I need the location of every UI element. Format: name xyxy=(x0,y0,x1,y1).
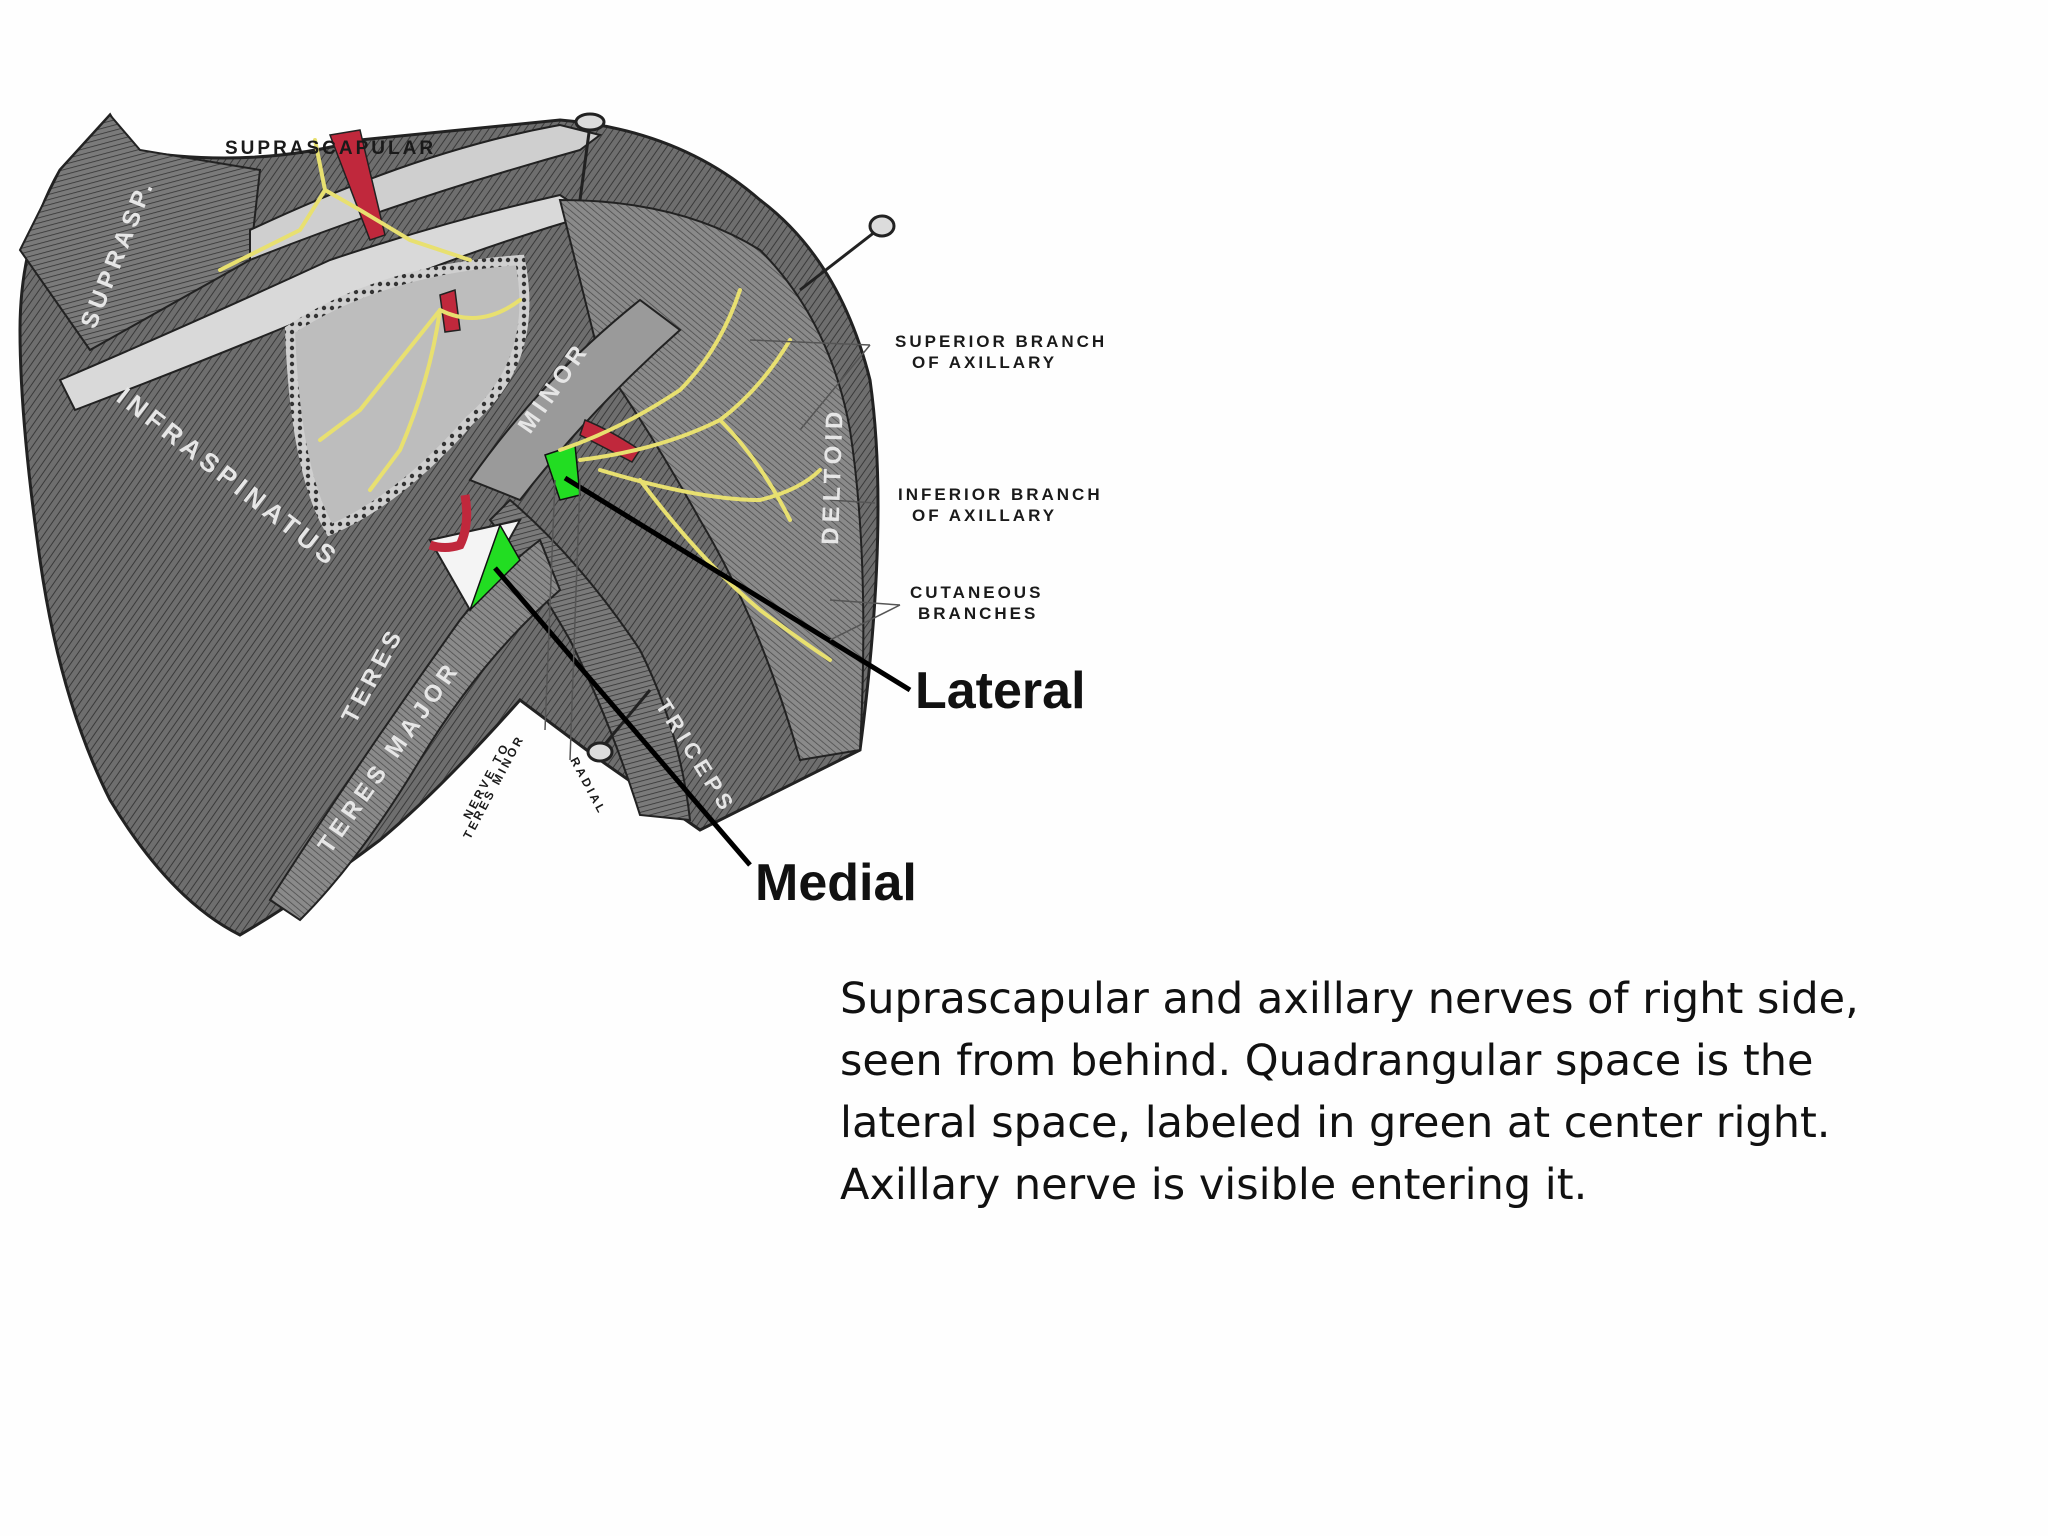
infraspinous-window xyxy=(284,254,530,537)
leader-lines xyxy=(544,339,901,761)
lateral-pointer-line xyxy=(563,475,912,693)
label-deltoid: DELTOID xyxy=(817,406,849,545)
label-lateral: Lateral xyxy=(915,662,1086,720)
label-cutaneous-2: BRANCHES xyxy=(918,604,1038,623)
circumflex-scapular-artery xyxy=(428,494,472,552)
figure-caption: Suprascapular and axillary nerves of rig… xyxy=(840,974,1859,1210)
teres-major-band xyxy=(268,538,562,922)
label-radial: RADIAL xyxy=(567,755,609,817)
label-superior-branch-1: SUPERIOR BRANCH xyxy=(895,332,1107,351)
label-cutaneous-1: CUTANEOUS xyxy=(910,583,1043,602)
medial-pointer-line xyxy=(493,566,752,867)
pin-top xyxy=(574,112,606,201)
shoulder-anatomy-illustration: SUPRASCAPULAR SUPERIOR BRANCH OF AXILLAR… xyxy=(18,112,1107,937)
label-inferior-branch-2: OF AXILLARY xyxy=(912,506,1057,525)
label-inferior-branch-1: INFERIOR BRANCH xyxy=(898,485,1103,504)
quadrangular-space-medial xyxy=(469,523,521,611)
label-superior-branch-2: OF AXILLARY xyxy=(912,353,1057,372)
label-suprascapular: SUPRASCAPULAR xyxy=(225,138,436,159)
label-medial: Medial xyxy=(755,854,917,912)
supraspinatus-region xyxy=(18,113,262,352)
acromion xyxy=(249,123,603,262)
nerve-branches xyxy=(218,138,832,662)
artery-infraspinous xyxy=(439,288,461,333)
suprascapular-artery xyxy=(328,129,386,241)
pin-right xyxy=(799,214,896,292)
